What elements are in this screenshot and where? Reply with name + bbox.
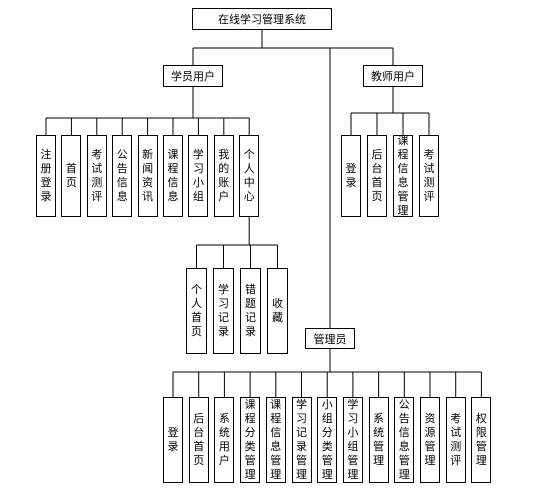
root-node: 在线学习管理系统 xyxy=(192,8,332,30)
student-item: 首页 xyxy=(61,135,82,217)
teacher-item: 课程信息管理 xyxy=(393,134,413,217)
teacher-item: 考试测评 xyxy=(419,135,439,217)
admin-item: 后台首页 xyxy=(188,397,209,483)
student-item: 学习小组 xyxy=(188,135,209,217)
teacher-item: 后台首页 xyxy=(367,135,387,217)
student-item: 公告信息 xyxy=(112,135,133,217)
admin-item: 系统管理 xyxy=(368,397,389,483)
teacher-user-node: 教师用户 xyxy=(363,65,423,87)
student-item: 课程信息 xyxy=(163,135,183,217)
student-item: 个人中心 xyxy=(239,135,260,217)
student-item: 考试测评 xyxy=(86,135,107,217)
admin-item: 学习小组管理 xyxy=(342,397,363,483)
admin-item: 课程分类管理 xyxy=(240,397,261,483)
student-item: 新闻资讯 xyxy=(137,135,158,217)
admin-node: 管理员 xyxy=(305,328,355,349)
admin-item: 系统用户 xyxy=(214,397,235,483)
personal-center-item: 学习记录 xyxy=(213,268,234,354)
student-item: 我的账户 xyxy=(213,135,234,217)
admin-item: 登录 xyxy=(163,397,183,483)
personal-center-item: 收藏 xyxy=(267,268,288,354)
admin-item: 权限管理 xyxy=(471,397,492,483)
admin-item: 课程信息管理 xyxy=(265,397,286,483)
admin-item: 小组分类管理 xyxy=(317,397,338,483)
personal-center-item: 错题记录 xyxy=(240,268,261,354)
admin-item: 资源管理 xyxy=(420,397,440,483)
personal-center-item: 个人首页 xyxy=(186,268,207,354)
admin-item: 考试测评 xyxy=(445,397,466,483)
student-item: 注册登录 xyxy=(36,135,56,217)
student-user-node: 学员用户 xyxy=(163,65,223,87)
admin-item: 公告信息管理 xyxy=(394,397,415,483)
admin-item: 学习记录管理 xyxy=(291,397,312,483)
teacher-item: 登录 xyxy=(341,135,361,217)
